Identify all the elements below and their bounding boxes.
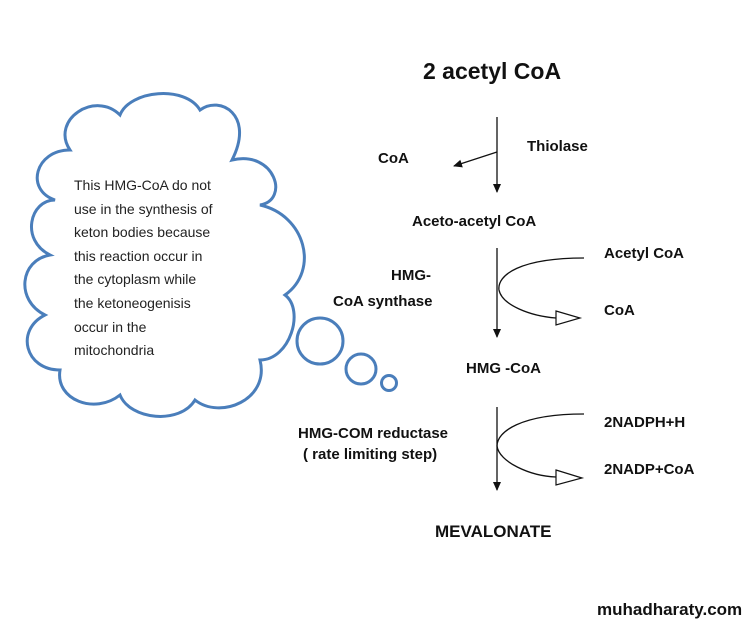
nadp-output: 2NADP+CoA — [604, 461, 695, 478]
note-line: keton bodies because — [74, 224, 211, 241]
curved-arrow-nadph — [496, 413, 585, 478]
open-arrowhead-2 — [555, 469, 585, 486]
enzyme-synthase-line1: HMG- — [391, 267, 431, 284]
coa-released-2: CoA — [604, 302, 635, 319]
note-line: use in the synthesis of — [74, 200, 213, 217]
curved-arrow-acetyl — [498, 257, 585, 319]
enzyme-thiolase: Thiolase — [527, 138, 588, 155]
thought-bubble-medium — [344, 352, 378, 386]
enzyme-synthase-line2: CoA synthase — [333, 293, 433, 310]
nadph-input: 2NADPH+H — [604, 414, 686, 431]
acetoacetyl-coa: Aceto-acetyl CoA — [412, 213, 537, 230]
thought-cloud — [23, 92, 306, 418]
thought-bubble-small — [380, 374, 398, 392]
note-line: This HMG-CoA do not — [74, 177, 211, 193]
enzyme-reductase-line1: HMG-COM reductase — [298, 425, 449, 442]
product-mevalonate: MEVALONATE — [435, 522, 552, 541]
enzyme-reductase-line2: ( rate limiting step) — [303, 446, 438, 463]
thought-bubble-large — [295, 316, 345, 366]
note-line: mitochondria — [74, 342, 155, 359]
watermark: muhadharaty.com — [597, 600, 743, 619]
title: 2 acetyl CoA — [423, 58, 562, 84]
note-line: the ketoneogenisis — [74, 294, 191, 311]
open-arrowhead-1 — [555, 310, 583, 326]
note-line: occur in the — [74, 318, 147, 335]
note-line: the cytoplasm while — [74, 271, 197, 288]
arrow-coa-release — [453, 151, 498, 168]
note-line: this reaction occur in — [74, 247, 203, 264]
acetyl-coa-input: Acetyl CoA — [604, 245, 685, 262]
coa-released-1: CoA — [378, 150, 409, 167]
cloud-note: This HMG-CoA do not use in the synthesis… — [74, 174, 274, 363]
hmg-coa: HMG -CoA — [466, 360, 541, 377]
